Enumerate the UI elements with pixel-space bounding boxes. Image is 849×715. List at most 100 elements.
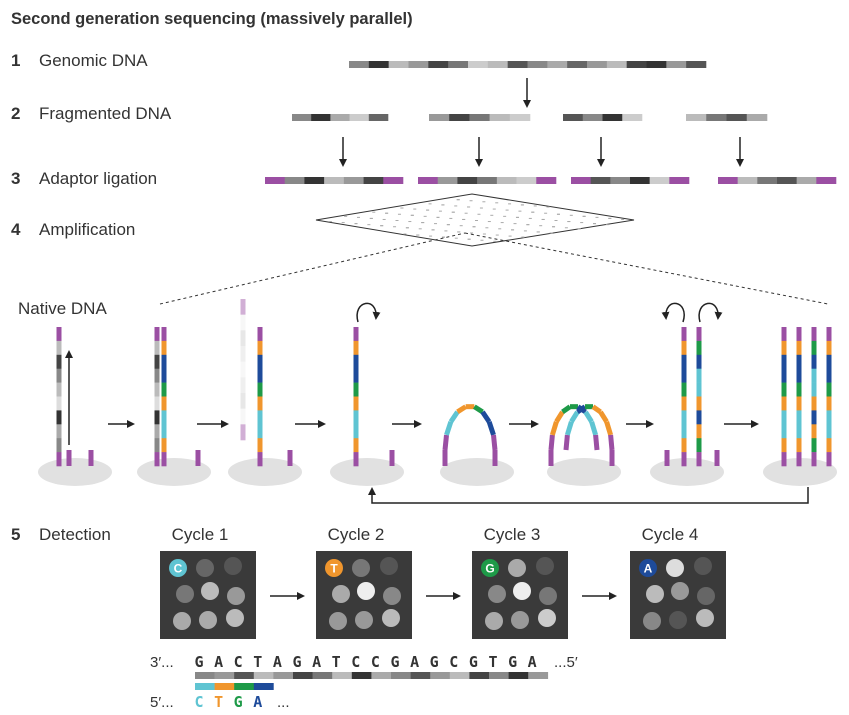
dna-segment: [368, 114, 389, 121]
cluster-strand: [796, 327, 802, 467]
dna-segment: [781, 424, 787, 439]
cluster-dot: [549, 232, 553, 234]
cluster-dot: [467, 206, 471, 208]
dna-segment: [737, 177, 758, 184]
cluster-dot: [405, 227, 409, 229]
bead-surface: [228, 458, 302, 486]
dna-segment: [330, 114, 350, 121]
step-label: Genomic DNA: [39, 51, 148, 70]
primer: [714, 450, 720, 466]
primer: [195, 450, 201, 466]
cluster-dot: [554, 220, 558, 221]
sequence-base: G: [430, 653, 439, 671]
dna-segment: [696, 327, 702, 342]
dna-segment: [257, 410, 263, 425]
dna-segment: [796, 452, 802, 467]
dna-segment: [429, 114, 450, 121]
cluster-dot: [523, 230, 527, 232]
cluster-dot: [434, 223, 438, 225]
dna-segment: [796, 354, 802, 369]
cluster-dot: [393, 226, 397, 228]
cluster-dot: [569, 214, 573, 216]
dna-segment: [428, 61, 449, 68]
cluster-dot: [475, 220, 478, 221]
base-signal-letter: C: [174, 562, 183, 576]
dna-segment: [563, 434, 570, 451]
sequence-base: C: [234, 653, 243, 671]
dna-segment: [587, 61, 608, 68]
dna-segment: [726, 114, 748, 121]
dna-segment: [257, 382, 263, 397]
cluster-dot: [428, 203, 432, 205]
dna-segment: [257, 396, 263, 411]
dna-segment: [161, 410, 167, 425]
sequence-base: T: [488, 653, 497, 671]
ligated-strand: [571, 177, 690, 184]
template-segment: [214, 672, 235, 679]
dna-segment: [353, 410, 359, 425]
dna-segment: [353, 438, 359, 453]
copy-strand: [161, 327, 167, 467]
cluster-dot: [539, 225, 543, 227]
native-dna-label: Native DNA: [18, 299, 107, 318]
base-signal-spot: [325, 559, 343, 577]
bead-surface: [38, 458, 112, 486]
dna-segment: [154, 327, 160, 342]
dna-segment: [161, 368, 167, 383]
dna-segment: [811, 452, 817, 467]
dna-segment: [681, 382, 687, 397]
template-segment: [351, 672, 372, 679]
dna-segment: [696, 396, 702, 411]
dna-segment: [591, 404, 602, 414]
dna-segment: [477, 177, 498, 184]
cluster-dot: [511, 229, 515, 231]
cluster-spot: [671, 582, 689, 600]
dna-segment: [549, 420, 559, 436]
sequence-base: G: [194, 653, 203, 671]
cluster-spot: [646, 585, 664, 603]
dna-segment: [154, 382, 160, 397]
dna-segment: [368, 61, 389, 68]
cluster-spot: [226, 609, 244, 627]
dna-segment: [563, 114, 584, 121]
dna-segment: [796, 424, 802, 439]
dna-segment: [606, 61, 627, 68]
dna-segment: [548, 434, 555, 451]
cluster-dot: [490, 214, 494, 216]
cluster-dot: [385, 212, 389, 214]
strand-a: [681, 327, 687, 467]
cluster-dot: [505, 209, 509, 211]
dna-segment: [527, 61, 548, 68]
dna-segment: [696, 368, 702, 383]
cluster-dot: [536, 231, 540, 233]
cluster-dot: [513, 223, 517, 225]
dna-segment: [240, 424, 246, 441]
synthesized-base: T: [214, 693, 223, 711]
dna-segment: [781, 354, 787, 369]
cluster-dot: [608, 217, 612, 219]
dna-segment: [608, 434, 615, 451]
dna-segment: [796, 438, 802, 453]
dna-segment: [811, 340, 817, 356]
base-signal-spot: [169, 559, 187, 577]
template-strand: [154, 327, 160, 467]
dna-segment: [516, 177, 537, 184]
dna-segment: [343, 177, 364, 184]
primer: [442, 450, 448, 466]
dna-segment: [449, 114, 470, 121]
dna-segment: [796, 410, 802, 425]
dna-segment: [569, 410, 580, 424]
sequence-base: A: [410, 653, 419, 671]
dna-segment: [696, 340, 702, 356]
dna-segment: [811, 354, 817, 369]
cluster-dot: [400, 207, 404, 209]
cluster-dot: [397, 213, 401, 215]
figure-title: Second generation sequencing (massively …: [11, 10, 413, 28]
cluster-dot: [605, 224, 609, 226]
cluster-dot: [515, 216, 519, 218]
cluster-dot: [426, 209, 430, 211]
step-number: 5: [11, 525, 21, 544]
cluster-dot: [418, 228, 422, 230]
dna-segment: [472, 404, 484, 414]
